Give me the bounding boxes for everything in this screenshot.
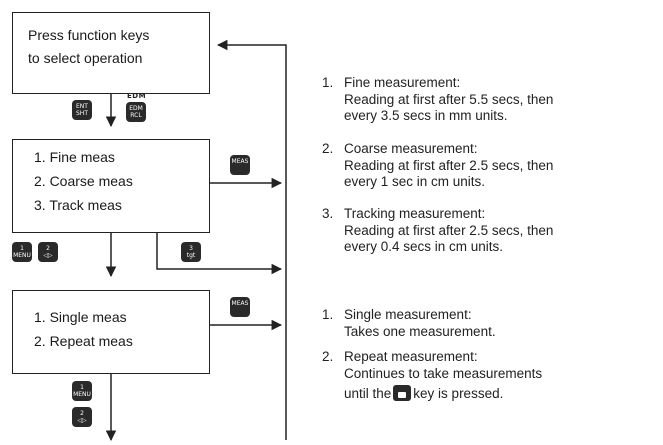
meas-key-repeat[interactable]: MEAS bbox=[230, 297, 250, 317]
page-key-bottom-label: ◁▷ bbox=[77, 417, 87, 424]
ent-sht-key[interactable]: ENT SHT bbox=[72, 100, 92, 120]
repeat-single: 1. Single meas bbox=[34, 309, 127, 325]
desc-fine-line-3: every 3.5 secs in mm units. bbox=[344, 108, 508, 123]
desc-coarse-line-3: every 1 sec in cm units. bbox=[344, 174, 486, 189]
desc-tracking-line-2: Reading at first after 2.5 secs, then bbox=[344, 222, 554, 238]
menu-key-num: 1 bbox=[20, 245, 24, 252]
page-key[interactable]: 2 ◁▷ bbox=[38, 242, 58, 262]
edm-rcl-key[interactable]: EDM RCL bbox=[126, 102, 146, 122]
select-operation-box: Press function keys to select operation bbox=[12, 12, 210, 94]
ent-sht-key-top: ENT bbox=[76, 103, 88, 110]
repeat-repeat: 2. Repeat meas bbox=[34, 333, 133, 349]
measurement-mode-box: 1. Fine meas 2. Coarse meas 3. Track mea… bbox=[12, 139, 210, 233]
desc-tracking: 3. Tracking measurement: Reading at firs… bbox=[322, 206, 662, 258]
menu-key-label: MENU bbox=[13, 252, 31, 259]
meas-key-mode[interactable]: MEAS bbox=[230, 155, 250, 175]
edm-rcl-key-bottom: RCL bbox=[130, 112, 142, 119]
desc-single-line-2: Takes one measurement. bbox=[344, 323, 496, 339]
select-operation-line-2: to select operation bbox=[28, 50, 143, 66]
desc-repeat-num: 2. bbox=[322, 349, 334, 364]
desc-repeat-line-3: until the key is pressed. bbox=[344, 385, 542, 403]
desc-coarse-title: Coarse measurement: bbox=[344, 141, 478, 156]
tgt-key-num: 3 bbox=[189, 245, 193, 252]
desc-repeat-line-3-pre: until the bbox=[344, 386, 392, 401]
desc-repeat: 2. Repeat measurement: Continues to take… bbox=[322, 349, 662, 409]
menu-key-bottom-label: MENU bbox=[73, 391, 91, 398]
desc-tracking-line-3: every 0.4 secs in cm units. bbox=[344, 239, 504, 254]
desc-fine: 1. Fine measurement: Reading at first af… bbox=[322, 75, 662, 127]
edm-rcl-key-top: EDM bbox=[129, 105, 143, 112]
ent-sht-key-bottom: SHT bbox=[76, 110, 88, 117]
edm-caption: EDM bbox=[127, 92, 147, 100]
mode-coarse: 2. Coarse meas bbox=[34, 173, 133, 189]
repeat-mode-box: 1. Single meas 2. Repeat meas bbox=[12, 290, 210, 374]
menu-key-bottom[interactable]: 1 MENU bbox=[72, 381, 92, 401]
desc-tracking-title: Tracking measurement: bbox=[344, 206, 486, 221]
tgt-key-label: tgt bbox=[186, 252, 196, 259]
meas-inline-key-icon bbox=[393, 385, 412, 401]
desc-tracking-num: 3. bbox=[322, 206, 334, 221]
desc-coarse: 2. Coarse measurement: Reading at first … bbox=[322, 141, 662, 193]
tgt-key[interactable]: 3 tgt bbox=[181, 242, 201, 262]
page-key-bottom[interactable]: 2 ◁▷ bbox=[72, 407, 92, 427]
arrow-return-to-top bbox=[216, 39, 287, 440]
desc-coarse-num: 2. bbox=[322, 141, 334, 156]
desc-fine-line-2: Reading at first after 5.5 secs, then bbox=[344, 91, 554, 107]
page-key-bottom-num: 2 bbox=[80, 410, 84, 417]
page-key-label: ◁▷ bbox=[43, 252, 53, 259]
menu-key[interactable]: 1 MENU bbox=[12, 242, 32, 262]
desc-single-title: Single measurement: bbox=[344, 307, 472, 322]
desc-repeat-line-3-post: key is pressed. bbox=[413, 386, 504, 401]
desc-coarse-line-2: Reading at first after 2.5 secs, then bbox=[344, 157, 554, 173]
desc-single-num: 1. bbox=[322, 307, 334, 322]
desc-single: 1. Single measurement: Takes one measure… bbox=[322, 307, 662, 343]
mode-track: 3. Track meas bbox=[34, 197, 122, 213]
page-key-num: 2 bbox=[46, 245, 50, 252]
desc-repeat-line-2: Continues to take measurements bbox=[344, 365, 543, 381]
select-operation-line-1: Press function keys bbox=[28, 27, 150, 43]
arrow-track-branch bbox=[156, 233, 283, 275]
desc-fine-title: Fine measurement: bbox=[344, 75, 461, 90]
meas-key-mode-label: MEAS bbox=[231, 158, 249, 165]
menu-key-bottom-num: 1 bbox=[80, 384, 84, 391]
meas-key-repeat-label: MEAS bbox=[231, 300, 249, 307]
desc-fine-num: 1. bbox=[322, 75, 334, 90]
mode-fine: 1. Fine meas bbox=[34, 149, 115, 165]
desc-repeat-title: Repeat measurement: bbox=[344, 349, 478, 364]
